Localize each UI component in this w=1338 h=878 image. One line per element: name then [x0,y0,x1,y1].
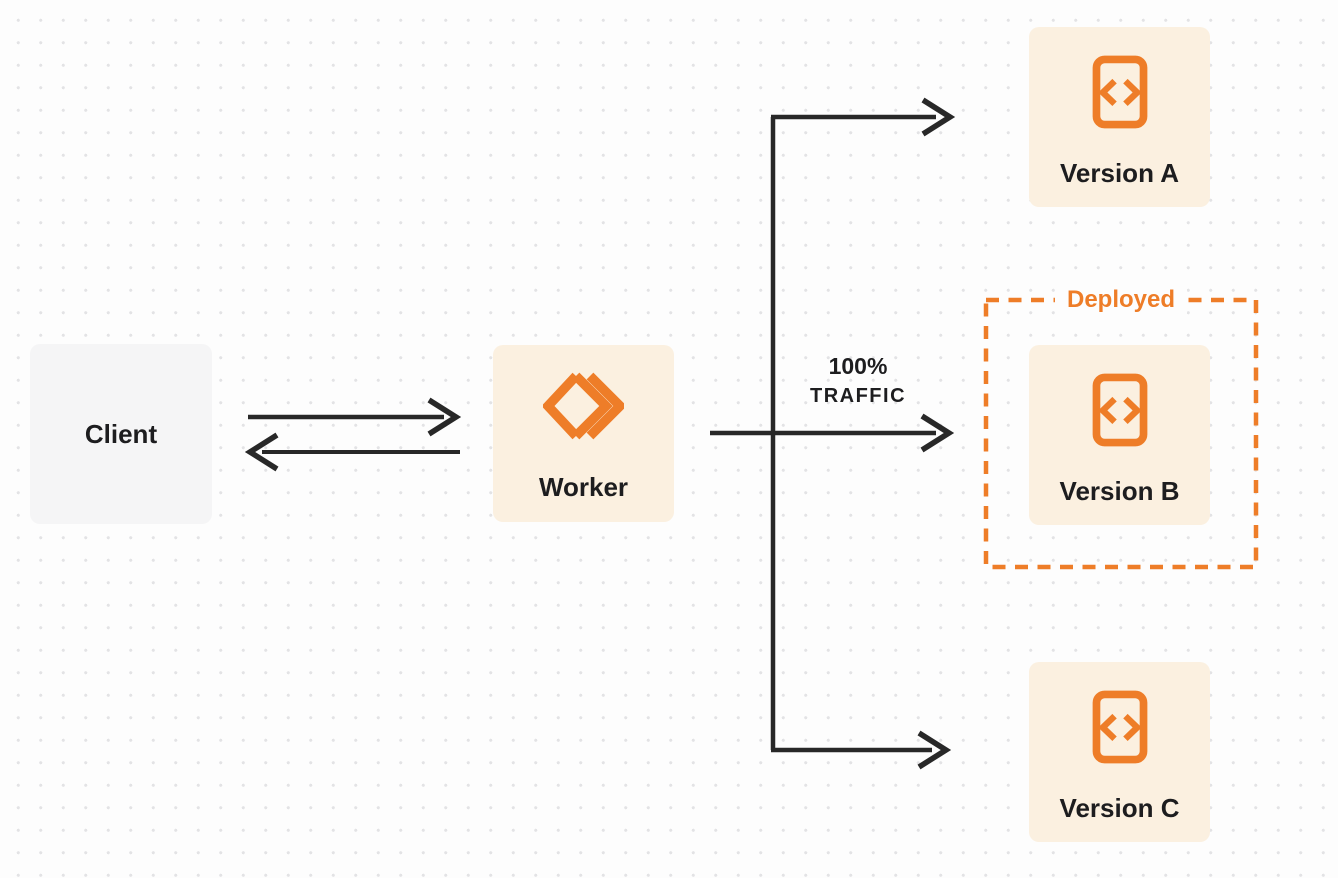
edge-trunk-to-version-c [771,730,952,770]
edge-worker-to-client [244,432,460,472]
node-client: Client [30,344,212,524]
node-version-b: Version B [1029,345,1210,525]
client-label: Client [84,419,158,449]
traffic-edge-label: 100% TRAFFIC [810,352,906,410]
code-file-icon [1091,689,1149,765]
node-version-c: Version C [1029,662,1210,842]
traffic-word-text: TRAFFIC [809,384,907,407]
edge-trunk-to-version-a [771,97,956,137]
deployed-group-label: Deployed [1054,284,1188,316]
version-c-label: Version C [1059,793,1180,823]
worker-label: Worker [538,472,629,502]
version-b-label: Version B [1059,476,1180,506]
edge-client-to-worker [248,397,462,437]
code-file-icon [1091,54,1149,130]
code-file-icon [1091,372,1149,448]
node-version-a: Version A [1029,27,1210,207]
cloudflare-workers-icon [543,372,624,440]
node-worker: Worker [493,345,674,522]
version-a-label: Version A [1060,158,1179,188]
traffic-percent-text: 100% [828,353,888,380]
edge-worker-to-version-b [710,413,955,453]
